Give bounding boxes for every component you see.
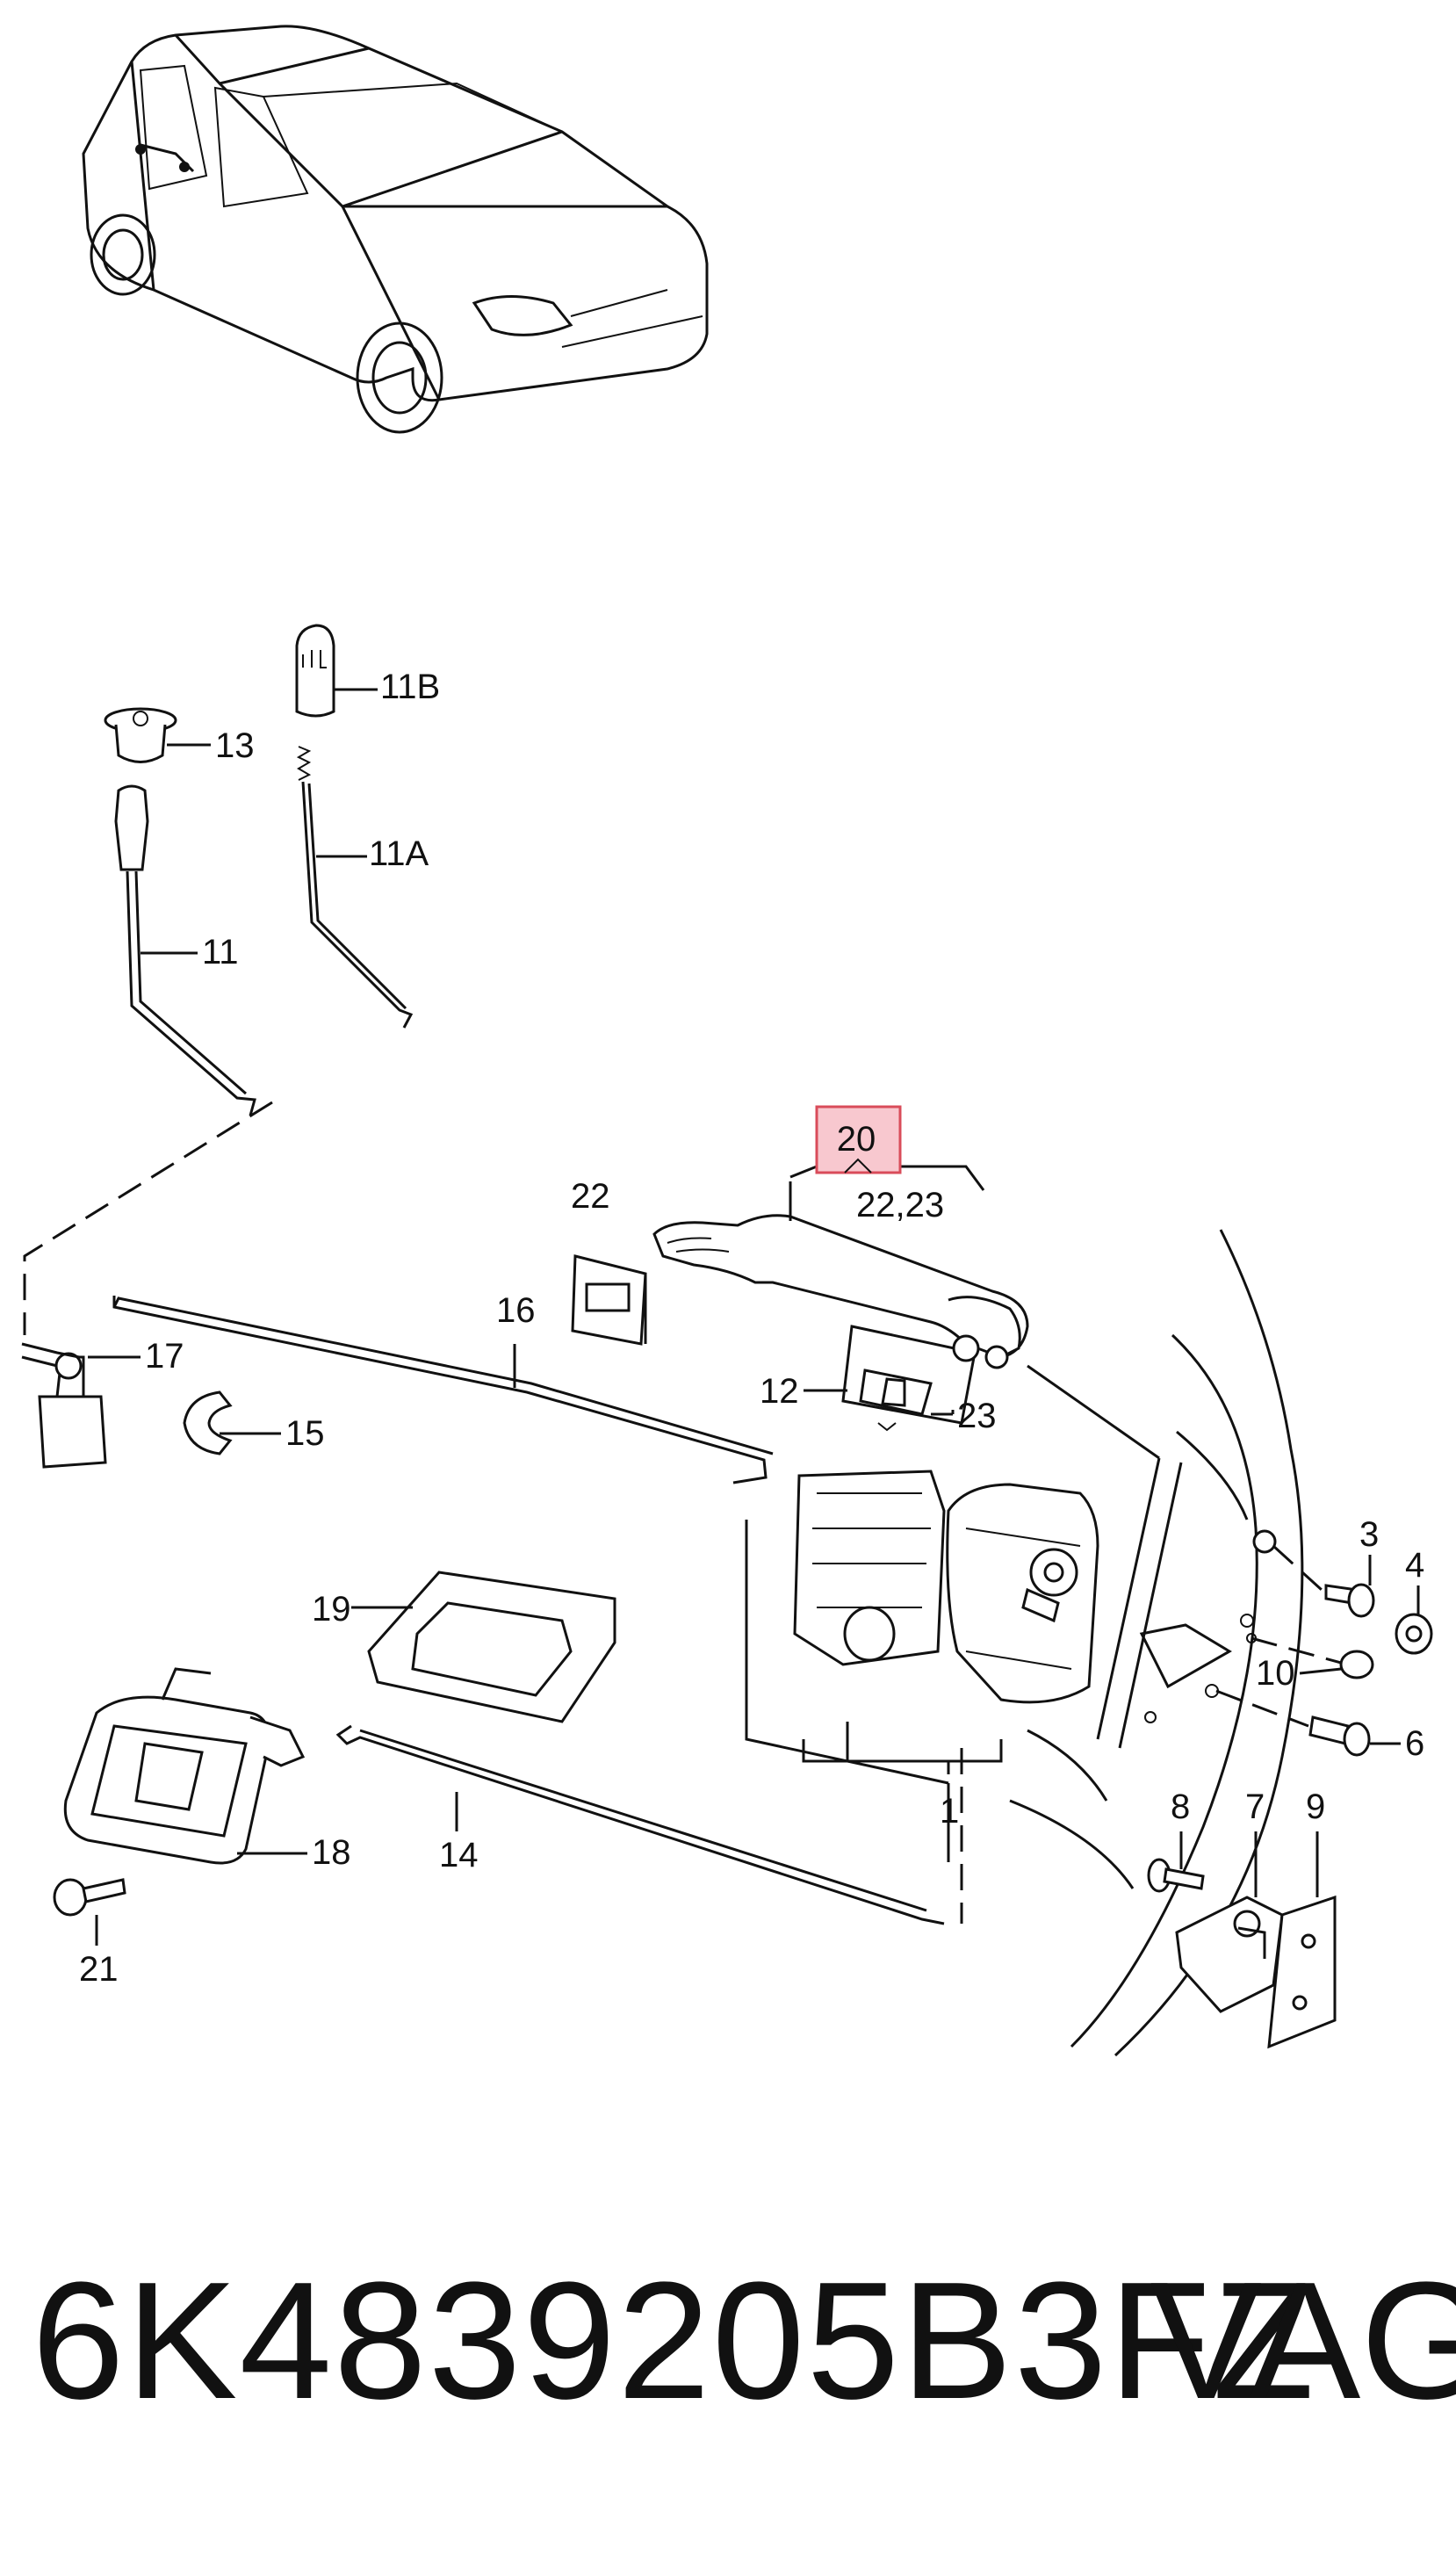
callout-22: 22 (571, 1177, 610, 1216)
callout-20: 20 (837, 1120, 876, 1159)
cap-10 (1251, 1636, 1374, 1679)
lock-rod-11 (114, 784, 256, 1116)
lock-knob-11b (295, 624, 378, 718)
door-striker-7 (1175, 1831, 1284, 2013)
brand-label: VAG (1150, 2248, 1456, 2434)
callout-4: 4 (1405, 1546, 1424, 1585)
door-lock-assembly-1 (745, 1470, 1099, 1862)
callout-22-23: 22,23 (856, 1186, 944, 1224)
grommet-13 (104, 707, 211, 763)
connector-11-17 (23, 1101, 273, 1335)
connecting-rod-14 (335, 1724, 945, 1925)
fastener-3 (1272, 1544, 1375, 1618)
interior-handle-18 (63, 1667, 307, 1865)
callout-17: 17 (145, 1337, 184, 1376)
callout-14: 14 (439, 1836, 479, 1874)
screw-8 (1147, 1831, 1205, 1893)
callout-11b: 11B (380, 668, 440, 706)
lock-lever-17 (21, 1342, 141, 1469)
lock-rod-11a (296, 746, 414, 1029)
callout-11a: 11A (369, 834, 429, 873)
backing-plate-9 (1267, 1831, 1337, 2049)
callout-9: 9 (1306, 1788, 1325, 1826)
callout-12: 12 (760, 1372, 799, 1411)
callout-19: 19 (312, 1590, 351, 1629)
clip-15 (183, 1390, 281, 1455)
highlight-caret (844, 1158, 872, 1174)
callout-13: 13 (215, 726, 255, 765)
screw-21 (53, 1878, 126, 1946)
callout-1: 1 (940, 1792, 959, 1831)
callout-10: 10 (1256, 1654, 1295, 1693)
callout-11: 11 (202, 933, 239, 971)
exterior-door-handle (652, 1181, 1029, 1359)
callout-15: 15 (285, 1414, 325, 1453)
callout-8: 8 (1171, 1788, 1190, 1826)
handle-mount-12-23 (804, 1325, 1009, 1432)
callout-21: 21 (79, 1950, 119, 1989)
callout-16: 16 (496, 1291, 536, 1330)
nut-4 (1395, 1585, 1433, 1655)
car-illustration (82, 25, 709, 434)
callout-18: 18 (312, 1833, 351, 1872)
seal-pad-19 (351, 1571, 616, 1723)
connecting-rod-16 (112, 1296, 774, 1484)
part-number: 6K4839205B3FZ (32, 2248, 1316, 2434)
callout-6: 6 (1405, 1724, 1424, 1763)
callout-7: 7 (1245, 1788, 1265, 1826)
gasket-22 (571, 1254, 647, 1346)
leader-handle-door (1027, 1364, 1160, 1460)
highlight-box-20 (815, 1105, 902, 1174)
callout-3: 3 (1359, 1515, 1379, 1554)
callout-23: 23 (957, 1397, 997, 1435)
screw-6 (1215, 1689, 1401, 1757)
